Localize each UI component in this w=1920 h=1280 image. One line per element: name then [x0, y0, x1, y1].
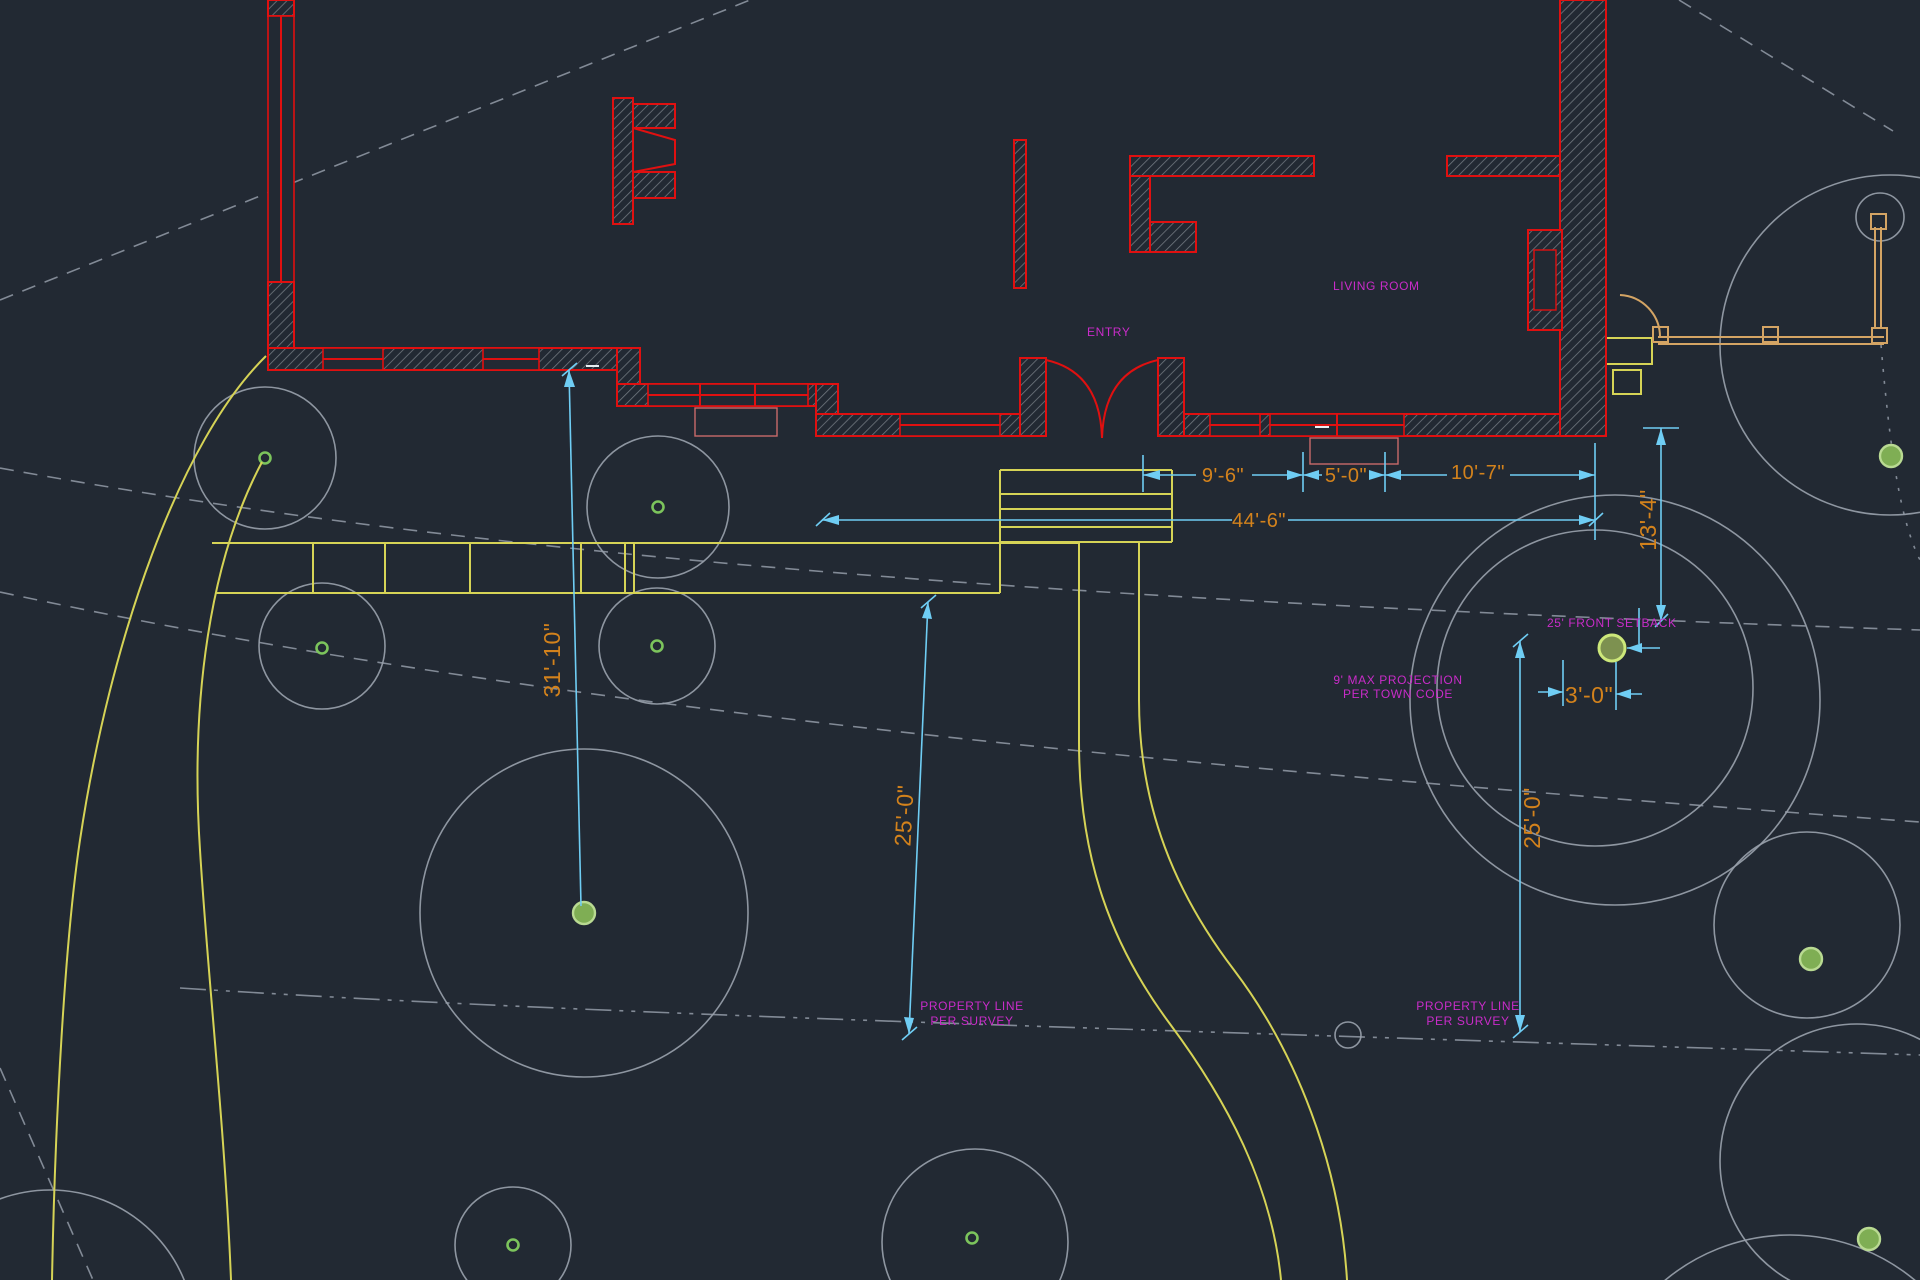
label-living-room: LIVING ROOM — [1333, 279, 1420, 293]
interior-wall — [1446, 155, 1561, 177]
dim-side-right: 13'-4" — [1635, 489, 1661, 551]
walkway-edge-left — [1078, 542, 1282, 1280]
entry-jamb — [1157, 357, 1185, 437]
contour-line — [0, 591, 1920, 823]
label-property-left-2: PER SURVEY — [930, 1014, 1013, 1028]
dim-setback-left: 25'-0" — [889, 784, 918, 847]
fence-layer — [1619, 213, 1888, 345]
dim-setback-right: 25'-0" — [1519, 787, 1545, 849]
label-property-left-1: PROPERTY LINE — [920, 999, 1023, 1013]
label-max-projection-1: 9' MAX PROJECTION — [1333, 673, 1462, 687]
dimensions-layer — [561, 362, 1679, 1041]
tree-markers-layer — [258, 443, 1904, 1252]
trees-layer — [0, 174, 1920, 1280]
side-stoop — [1601, 337, 1653, 365]
driveway-edge-inner — [196, 461, 263, 1280]
label-front-setback: 25' FRONT SETBACK — [1547, 616, 1677, 630]
dim-window-a: 9'-6" — [1202, 465, 1244, 487]
easement-line-topright — [1678, 0, 1894, 132]
interior-wall — [1129, 175, 1151, 253]
gate-swing-arc — [1619, 294, 1662, 338]
entry-steps — [999, 469, 1173, 543]
driveway-edge-outer — [51, 355, 267, 1280]
tree-trunk-3ft — [1597, 633, 1627, 663]
property-line — [179, 987, 1920, 1056]
door-swing — [1101, 359, 1159, 439]
interior-wall — [1013, 139, 1027, 289]
fireplace-center — [612, 97, 676, 225]
walls-layer — [267, 0, 1607, 465]
dim-tree-offset: 31'-10" — [539, 623, 565, 698]
walkway-edge-right — [1138, 542, 1348, 1280]
bay-sill — [694, 407, 778, 437]
label-max-projection-2: PER TOWN CODE — [1343, 687, 1453, 701]
easement-line-right — [1880, 344, 1920, 561]
entry-jamb — [1019, 357, 1047, 437]
label-property-right-1: PROPERTY LINE — [1416, 999, 1519, 1013]
labels-layer: LIVING ROOM ENTRY 25' FRONT SETBACK 9' M… — [920, 279, 1676, 1028]
door-swing — [1045, 359, 1103, 439]
interior-wall — [1129, 155, 1315, 177]
interior-wall — [1149, 221, 1197, 253]
property-line-west — [0, 1067, 94, 1280]
dim-window-c: 10'-7" — [1451, 462, 1505, 484]
dim-overall: 44'-6" — [1232, 510, 1286, 532]
fence-post — [1870, 213, 1887, 230]
survey-marker-circle — [1334, 1021, 1362, 1049]
dim-tree-small: 3'-0" — [1565, 682, 1613, 708]
fence-post — [1762, 326, 1779, 343]
dimension-text-layer: 9'-6" 5'-0" 10'-7" 44'-6" 13'-4" 31'-10"… — [539, 462, 1661, 849]
easement-line-topleft — [0, 0, 751, 301]
hardscape-layer — [51, 337, 1653, 1280]
front-setback-line — [0, 467, 1920, 631]
tree-trunk-31ft — [571, 900, 597, 926]
fence-post — [1871, 327, 1888, 344]
label-entry: ENTRY — [1087, 325, 1130, 339]
label-property-right-2: PER SURVEY — [1426, 1014, 1509, 1028]
bay-sill — [1309, 437, 1399, 465]
fence-post — [1652, 326, 1669, 343]
dim-window-b: 5'-0" — [1325, 465, 1367, 487]
